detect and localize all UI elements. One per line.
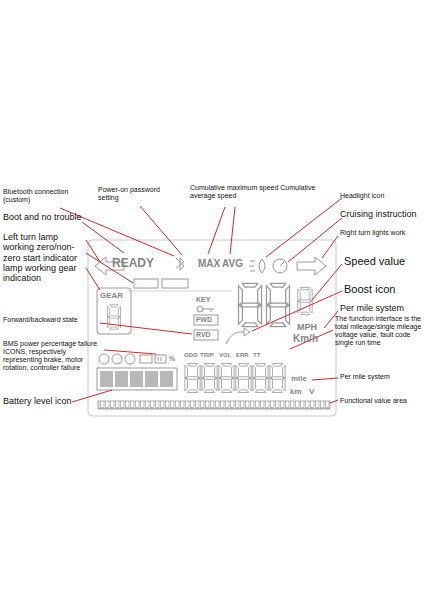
lcd-text: Km/h (293, 333, 329, 345)
lcd-text: KEY (196, 296, 220, 304)
lcd-text: mile (291, 374, 315, 383)
callout-label: Boost icon (344, 283, 422, 296)
mode-box (162, 279, 188, 288)
callout-label: Bluetooth connection (custom) (3, 188, 93, 204)
callout-label: Power-on password setting (98, 186, 176, 202)
callout-label: Headlight icon (340, 192, 422, 200)
lcd-text: READY (112, 257, 172, 271)
battery-bar (97, 368, 177, 390)
callout-label: Cumulative maximum speed Cumulative aver… (190, 184, 330, 200)
callout-label: Functional value area (340, 397, 422, 405)
callout-label: Battery level icon (3, 396, 91, 406)
lcd-text: AVG (222, 258, 246, 270)
lcd-frame (88, 240, 336, 416)
callout-label: Per mile system (340, 373, 422, 381)
lcd-text: ODO (184, 352, 202, 359)
lcd-text: FWD (196, 316, 218, 324)
headlight-icon (249, 259, 265, 273)
callout-label: The function interface is the total mile… (335, 315, 422, 347)
lcd-text: V (309, 387, 319, 396)
leader-lines (60, 198, 342, 403)
callout-label: Cruising instruction (340, 209, 422, 219)
callout-label: Right turn lights work (340, 229, 422, 237)
right-turn-arrow (297, 257, 326, 275)
boost-icon (226, 332, 244, 344)
lcd-text: RVD (196, 331, 218, 339)
bms-icons (99, 354, 166, 364)
gear-box (97, 288, 131, 334)
lcd-text: TRIP (200, 352, 220, 359)
mode-box (134, 279, 158, 288)
lcd-text: TT (253, 352, 267, 359)
bluetooth-icon (176, 258, 184, 270)
callout-label: Per mile system (340, 303, 422, 313)
functional-bar (98, 401, 330, 409)
key-icon (197, 306, 214, 312)
separator (128, 291, 232, 292)
lcd-text: % (169, 355, 179, 363)
cruise-icon (273, 259, 287, 273)
lcd-text: km (290, 387, 308, 396)
callout-label: BMS power percentage failure ICONS, resp… (3, 340, 103, 372)
battery-segments (100, 371, 173, 387)
lcd-text: GEAR (100, 291, 130, 300)
callout-label: Speed value (344, 255, 422, 268)
lcd-text: MPH (297, 322, 327, 332)
lcd-text: MAX (198, 258, 220, 270)
lcd-text: VOL (219, 352, 235, 359)
callout-label: Boot and no trouble (3, 212, 95, 222)
callout-label: Forward/backward state (3, 316, 99, 324)
rvd-box (194, 330, 218, 340)
lcd-text: ERR (236, 352, 252, 359)
fwd-box (194, 315, 218, 325)
callout-label: Left turn lamp working zero/non-zero sta… (3, 232, 87, 284)
